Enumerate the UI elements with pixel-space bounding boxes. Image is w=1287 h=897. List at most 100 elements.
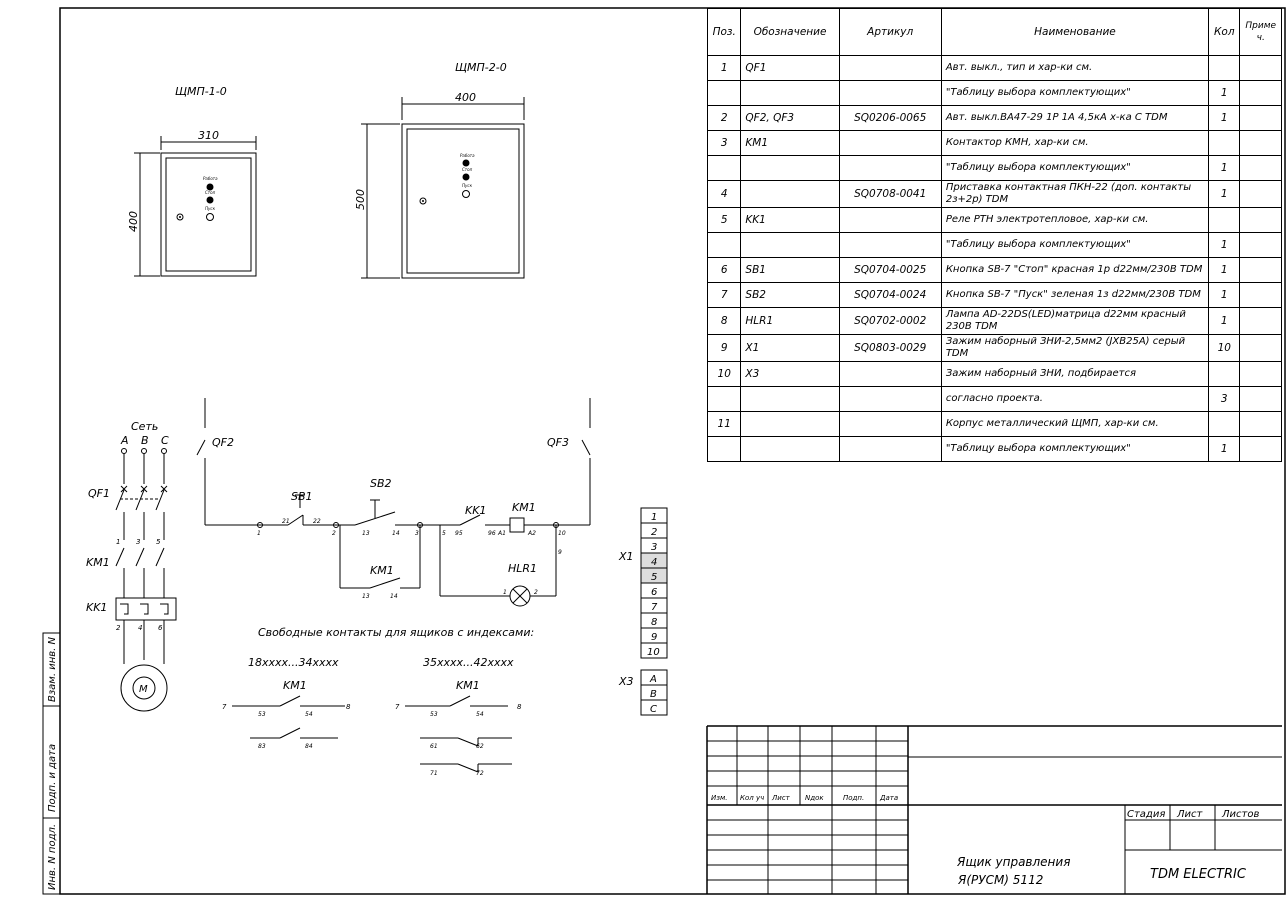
bom-cell-qty: 10	[1208, 334, 1241, 362]
sb2-label: SB2	[370, 477, 392, 490]
bom-cell-des: HLR1	[740, 307, 840, 335]
bom-cell-art	[838, 80, 942, 106]
bom-header-row: Поз. Обозначение Артикул Наименование Ко…	[706, 8, 1282, 56]
bom-cell-name: Зажим наборный ЗНИ-2,5мм2 (JXB25A) серый…	[940, 334, 1210, 362]
bom-cell-qty: 1	[1208, 257, 1241, 283]
bom-cell-des	[740, 386, 840, 412]
table-row: "Таблицу выбора комплектующих"1	[706, 80, 1282, 106]
table-row: "Таблицу выбора комплектующих"1	[706, 232, 1282, 258]
g2-t72: 72	[476, 770, 484, 777]
bom-cell-name: согласно проекта.	[940, 386, 1210, 412]
sb1-label: SB1	[291, 490, 313, 503]
bom-h-designation: Обозначение	[740, 8, 840, 56]
bom-cell-note	[1239, 232, 1282, 258]
cabinet-large-name: ЩМП-2-0	[455, 61, 507, 74]
wire-14b: 14	[390, 593, 398, 600]
tb-col-izm: Изм.	[711, 794, 727, 802]
free-contacts: Свободные контакты для ящиков с индексам…	[222, 626, 534, 777]
bom-cell-name: Приставка контактная ПКН-22 (доп. контак…	[940, 180, 1210, 208]
bom-cell-des: QF2, QF3	[740, 105, 840, 131]
bom-cell-qty: 1	[1208, 180, 1241, 208]
g2-t62: 62	[476, 743, 484, 750]
x1-term-2: 2	[651, 527, 657, 538]
bom-cell-name: Контактор КМН, хар-ки см.	[940, 130, 1210, 156]
bom-cell-art	[838, 386, 942, 412]
bom-cell-note	[1239, 282, 1282, 308]
bom-h-qty: Кол	[1208, 8, 1241, 56]
pt-1: 1	[116, 538, 120, 546]
btn-label-start-2: Пуск	[462, 183, 473, 188]
tb-company: TDM ELECTRIC	[1150, 867, 1247, 882]
wire-2: 2	[332, 530, 336, 537]
x1-term-7: 7	[651, 602, 658, 613]
bom-cell-qty: 1	[1208, 307, 1241, 335]
bom-cell-pos: 11	[706, 411, 742, 437]
bom-cell-des	[740, 155, 840, 181]
bom-cell-des: SB1	[740, 257, 840, 283]
bom-cell-pos: 2	[706, 105, 742, 131]
bom-cell-art	[838, 361, 942, 387]
free-contacts-title: Свободные контакты для ящиков с индексам…	[258, 626, 534, 639]
tb-col-list: Лист	[771, 794, 791, 802]
bom-cell-des: KK1	[740, 207, 840, 233]
pt-4: 4	[138, 624, 142, 632]
cabinet-small-width: 310	[198, 129, 219, 142]
bom-cell-name: "Таблицу выбора комплектующих"	[940, 155, 1210, 181]
bom-cell-art	[838, 55, 942, 81]
bom-cell-qty: 1	[1208, 282, 1241, 308]
bom-cell-name: "Таблицу выбора комплектующих"	[940, 232, 1210, 258]
kk1-power-label: KK1	[86, 601, 107, 614]
btn-label-stop: Стоп	[205, 190, 216, 195]
bom-cell-art: SQ0206-0065	[838, 105, 942, 131]
x1-term-6: 6	[651, 587, 657, 598]
bom-cell-name: Зажим наборный ЗНИ, подбирается	[940, 361, 1210, 387]
bom-cell-des	[740, 436, 840, 462]
group1-range: 18xxxx...34xxxx	[248, 656, 339, 669]
x3-label: X3	[618, 675, 634, 688]
motor-label: M	[139, 684, 148, 695]
bom-cell-qty	[1208, 361, 1241, 387]
group1-km: KM1	[283, 679, 307, 692]
bom-cell-pos: 7	[706, 282, 742, 308]
title-block: Изм. Кол уч Лист Nдок Подп. Дата Стадия …	[706, 725, 1282, 894]
bom-cell-qty: 1	[1208, 155, 1241, 181]
bom-cell-note	[1239, 257, 1282, 283]
table-row: согласно проекта.3	[706, 386, 1282, 412]
g2-t8: 8	[517, 703, 522, 711]
bom-cell-art: SQ0704-0024	[838, 282, 942, 308]
pt-2: 2	[116, 624, 121, 632]
g1-t83: 83	[258, 743, 266, 750]
pt-5: 5	[156, 538, 161, 546]
wire-hl-1: 1	[503, 589, 507, 596]
bom-cell-note	[1239, 334, 1282, 362]
bom-cell-des: X1	[740, 334, 840, 362]
bom-cell-note	[1239, 386, 1282, 412]
bom-h-name: Наименование	[940, 8, 1210, 56]
bom-cell-art	[838, 207, 942, 233]
x1-label: X1	[618, 550, 634, 563]
bom-table: Поз. Обозначение Артикул Наименование Ко…	[706, 8, 1282, 462]
x1-term-5: 5	[651, 572, 657, 583]
g1-t53: 53	[258, 711, 266, 718]
bom-cell-qty	[1208, 130, 1241, 156]
g2-t61: 61	[430, 743, 438, 750]
bom-cell-pos: 9	[706, 334, 742, 362]
bom-cell-des	[740, 411, 840, 437]
sheet-frame	[59, 7, 1286, 895]
g2-t71: 71	[430, 770, 438, 777]
bom-cell-name: Реле РТН электротепловое, хар-ки см.	[940, 207, 1210, 233]
bom-cell-note	[1239, 436, 1282, 462]
table-row: "Таблицу выбора комплектующих"1	[706, 155, 1282, 181]
bom-cell-des	[740, 80, 840, 106]
x1-term-10: 10	[647, 647, 660, 658]
bom-cell-note	[1239, 411, 1282, 437]
bom-cell-name: Лампа AD-22DS(LED)матрица d22мм красный …	[940, 307, 1210, 335]
